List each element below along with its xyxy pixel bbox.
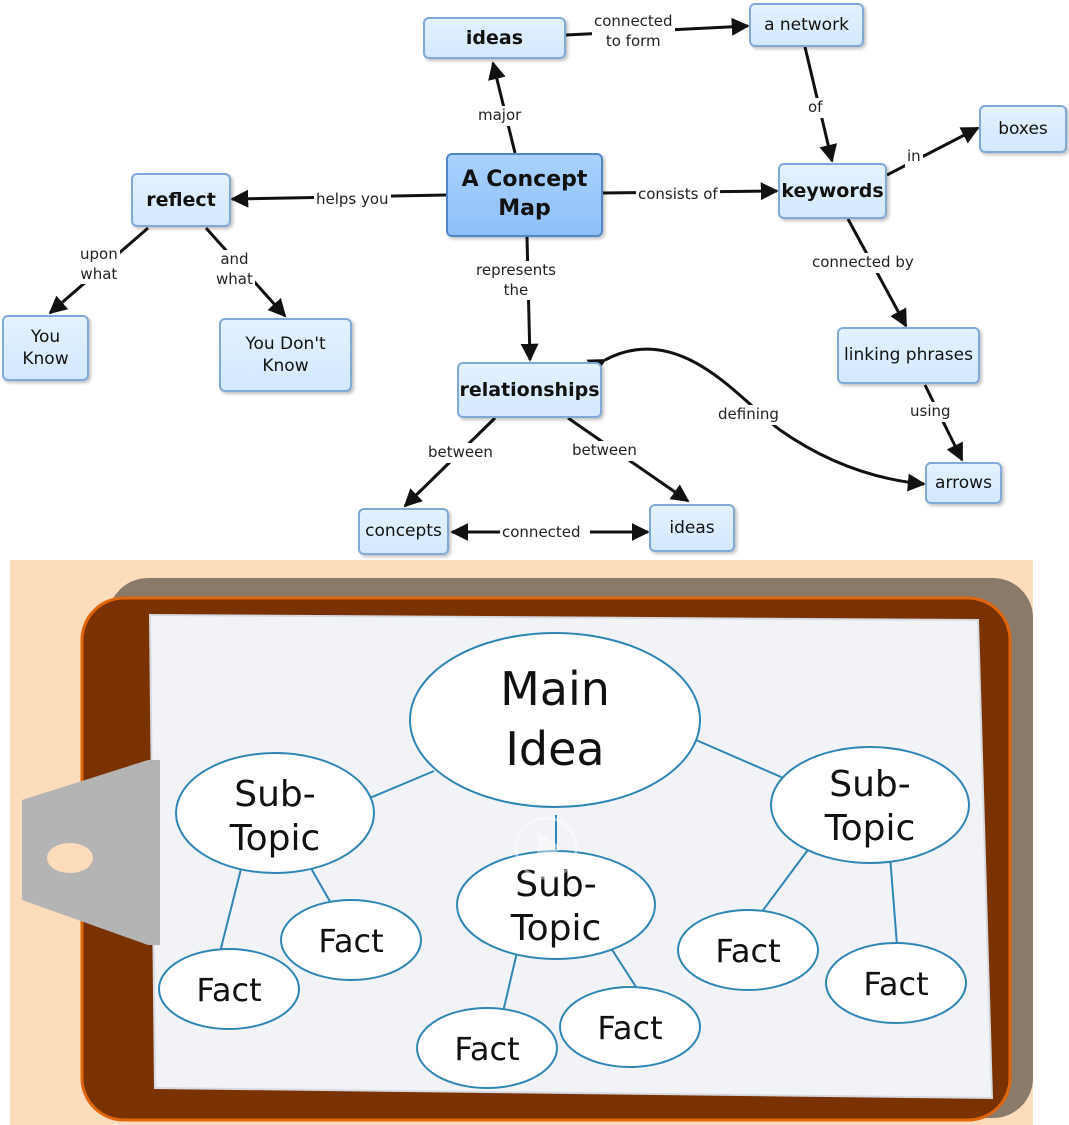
node-ideas-bottom: ideas — [649, 504, 735, 552]
link-using: using — [908, 402, 953, 422]
node-relationships: relationships — [457, 362, 602, 418]
link-consists-of: consists of — [636, 185, 720, 205]
subtopic-left-bubble — [175, 752, 375, 874]
link-and-what: and what — [214, 250, 255, 289]
fact-text-4: Fact — [597, 1009, 662, 1047]
fact-text-5: Fact — [715, 932, 780, 970]
concept-map-diagram: ideas a network A Concept Map reflect ke… — [0, 0, 1069, 560]
link-represents-the: represents the — [474, 261, 558, 300]
node-arrows: arrows — [925, 462, 1002, 504]
node-linking-phrases-label: linking phrases — [844, 345, 973, 366]
node-ideas: ideas — [423, 17, 566, 59]
node-boxes-label: boxes — [998, 118, 1048, 139]
node-reflect: reflect — [131, 173, 231, 227]
fact-bubble-4 — [559, 986, 701, 1068]
link-in: in — [905, 147, 923, 167]
subtopic-right-bubble — [770, 746, 970, 864]
subtopic-left-text: Sub-Topic — [229, 774, 321, 859]
clipboard-clip-hole — [47, 843, 93, 873]
node-arrows-label: arrows — [935, 472, 992, 493]
node-a-network-label: a network — [764, 14, 849, 35]
fact-bubble-6 — [825, 942, 967, 1024]
fact-text-1: Fact — [318, 922, 383, 960]
arrow-linkingphrases-to-arrows — [923, 384, 964, 462]
link-upon-what: upon what — [78, 245, 120, 284]
link-between-right: between — [570, 441, 639, 461]
node-you-know: You Know — [2, 315, 89, 381]
fact-bubble-3 — [416, 1007, 558, 1089]
node-you-dont-know: You Don't Know — [219, 318, 352, 392]
node-you-know-label: You Know — [22, 326, 69, 369]
arrow-keywords-to-boxes — [886, 126, 980, 177]
node-reflect-label: reflect — [146, 188, 216, 211]
link-connected-to-form: connected to form — [592, 12, 675, 51]
node-ideas-label: ideas — [465, 26, 524, 49]
main-idea-bubble — [409, 632, 701, 808]
node-concepts: concepts — [358, 508, 449, 555]
link-major: major — [476, 106, 524, 126]
mindmap-connectors — [219, 739, 898, 1013]
link-defining: defining — [716, 405, 781, 425]
fact-bubble-5 — [677, 909, 819, 991]
fact-text-6: Fact — [863, 965, 928, 1003]
subtopic-center-text: Sub-Topic — [510, 864, 602, 949]
node-keywords-label: keywords — [781, 179, 884, 202]
link-between-left: between — [426, 443, 495, 463]
fact-bubble-2 — [158, 948, 300, 1030]
play-icon — [514, 816, 578, 880]
fact-text-3: Fact — [454, 1030, 519, 1068]
arrow-keywords-to-linkingphrases — [846, 218, 908, 328]
link-of: of — [806, 98, 825, 118]
node-you-dont-know-label: You Don't Know — [245, 333, 326, 376]
node-a-network: a network — [749, 3, 864, 47]
node-linking-phrases: linking phrases — [837, 327, 980, 384]
node-concepts-label: concepts — [365, 521, 442, 542]
subtopic-right-text: Sub-Topic — [824, 764, 916, 849]
link-connected: connected — [500, 523, 583, 543]
fact-bubble-1 — [280, 899, 422, 981]
link-helps-you: helps you — [314, 190, 391, 210]
node-boxes: boxes — [979, 105, 1067, 153]
node-relationships-label: relationships — [459, 378, 600, 401]
subtopic-center-bubble — [456, 850, 656, 960]
node-a-concept-map-label: A Concept Map — [461, 167, 588, 221]
node-keywords: keywords — [778, 163, 887, 219]
link-connected-by: connected by — [810, 253, 916, 273]
node-ideas-bottom-label: ideas — [669, 517, 715, 538]
arrow-defining-curve — [586, 347, 926, 492]
fact-text-2: Fact — [196, 971, 261, 1009]
node-a-concept-map: A Concept Map — [446, 153, 603, 237]
